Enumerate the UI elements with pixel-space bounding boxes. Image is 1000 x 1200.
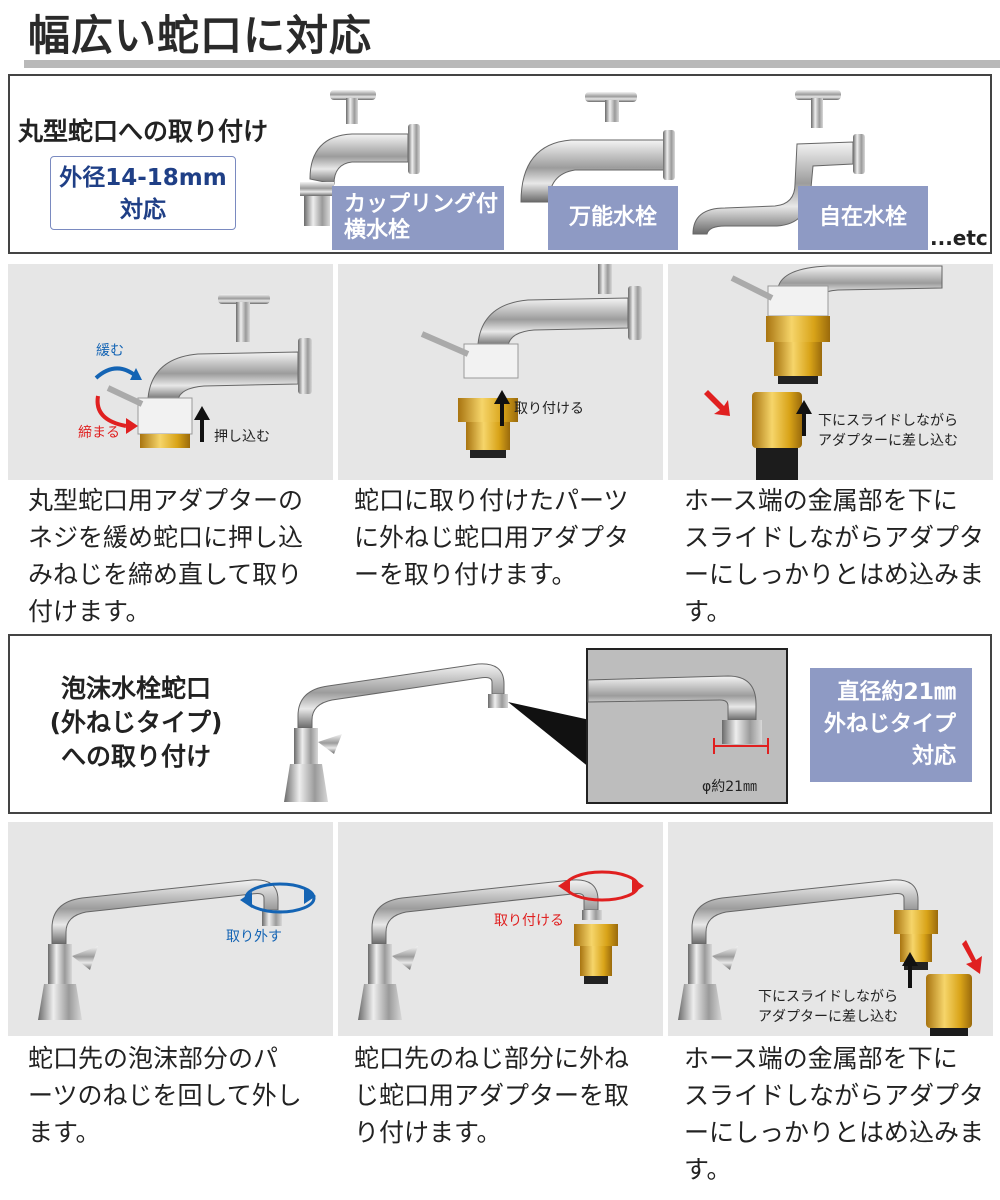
step2-3-image [678,879,972,1036]
attach-arrow-icon [494,390,510,426]
note-attach: 取り付ける [514,401,584,417]
slide-down-arrow-icon-2 [962,940,982,974]
section-aerator-faucet: 泡沫水栓蛇口 (外ねじタイプ) への取り付け φ約21㎜ 直径約21㎜ 外ねじタ… [8,634,992,814]
note-attach-2: 取り付ける [494,913,564,929]
type-tag-coupling-line1: カップリング付 [344,191,499,217]
note-tighten: 締まる [78,425,120,441]
note-remove: 取り外す [226,929,282,945]
step1-3-panel: 下にスライドしながら アダプターに差し込む [668,264,993,480]
diameter-badge: 外径14-18mm 対応 [50,156,236,230]
step2-1-panel: 取り外す [8,822,333,1036]
remove-rotate-icon [240,882,316,914]
note-push: 押し込む [214,429,270,445]
section2-heading: 泡沫水栓蛇口 (外ねじタイプ) への取り付け [46,672,226,774]
diameter-badge-line2: 対応 [120,197,166,223]
diameter-label: φ約21㎜ [702,779,758,795]
step2-3-panel: 下にスライドしながら アダプターに差し込む [668,822,993,1036]
type-tag-coupling: カップリング付 横水栓 [332,186,504,250]
section2-heading-line3: への取り付け [60,742,211,771]
step1-1-image [106,294,312,448]
step1-2-image [420,264,642,458]
type-tag-coupling-line2: 横水栓 [344,218,411,243]
step2-2-panel: 取り付ける [338,822,663,1036]
step1-3-image [730,265,943,480]
slide-down-arrow-icon [704,390,730,416]
section2-heading-line2: (外ねじタイプ) [49,708,223,737]
step2-3-caption: ホース端の金属部を下に スライドしながらアダプタ ーにしっかりとはめ込みま す。 [684,1044,985,1184]
section-round-faucet: 丸型蛇口への取り付け 外径14-18mm 対応 カップリング付 横水栓 万能水栓… [8,74,992,254]
step2-2-image [358,879,618,1020]
swivel-faucet-image [692,90,865,235]
etc-label: ...etc [930,226,988,250]
page-title: 幅広い蛇口に対応 [28,11,373,60]
section1-heading: 丸型蛇口への取り付け [18,117,269,146]
note-slide-1: 下にスライドしながら [818,413,958,429]
insert-arrow-icon [796,400,812,436]
diameter-type-badge-line1: 直径約21㎜ [837,680,956,705]
note-slide-2-1: 下にスライドしながら [758,989,898,1005]
push-arrow-icon [194,406,210,442]
step2-1-caption: 蛇口先の泡沫部分のパ ーツのねじを回して外し ます。 [28,1044,302,1147]
diameter-type-badge: 直径約21㎜ 外ねじタイプ 対応 [810,668,972,782]
rotate-arrows-icon [94,366,142,434]
diameter-type-badge-line3: 対応 [911,744,956,769]
note-loosen: 緩む [96,343,124,359]
type-tag-universal: 万能水栓 [548,186,678,250]
coupling-faucet-image [300,90,420,226]
attach-rotate-icon [558,870,644,902]
universal-faucet-image [520,92,675,203]
aerator-faucet-image [284,663,590,802]
diameter-type-badge-line2: 外ねじタイプ [823,712,956,737]
step1-3-caption: ホース端の金属部を下に スライドしながらアダプタ ーにしっかりとはめ込みま す。 [684,486,985,626]
section2-heading-line1: 泡沫水栓蛇口 [60,674,211,703]
note-slide-2: アダプターに差し込む [818,433,958,449]
title-underline [24,60,1000,68]
thread-zoom-inset: φ約21㎜ [586,648,788,804]
step1-1-panel: 緩む 締まる 押し込む [8,264,333,480]
thread-zoom-image [587,675,769,754]
step1-1-caption: 丸型蛇口用アダプターの ネジを緩め蛇口に押し込 みねじを締め直して取り 付けます… [28,486,304,626]
step1-2-caption: 蛇口に取り付けたパーツ に外ねじ蛇口用アダプタ ーを取り付けます。 [354,486,630,589]
insert-arrow-icon-2 [902,952,918,988]
step2-1-image [38,879,282,1020]
type-tag-swivel: 自在水栓 [798,186,928,250]
step2-2-caption: 蛇口先のねじ部分に外ね じ蛇口用アダプターを取 り付けます。 [354,1044,630,1147]
step1-2-panel: 取り付ける [338,264,663,480]
diameter-badge-line1: 外径14-18mm [59,165,227,191]
note-slide-2-2: アダプターに差し込む [758,1009,898,1025]
